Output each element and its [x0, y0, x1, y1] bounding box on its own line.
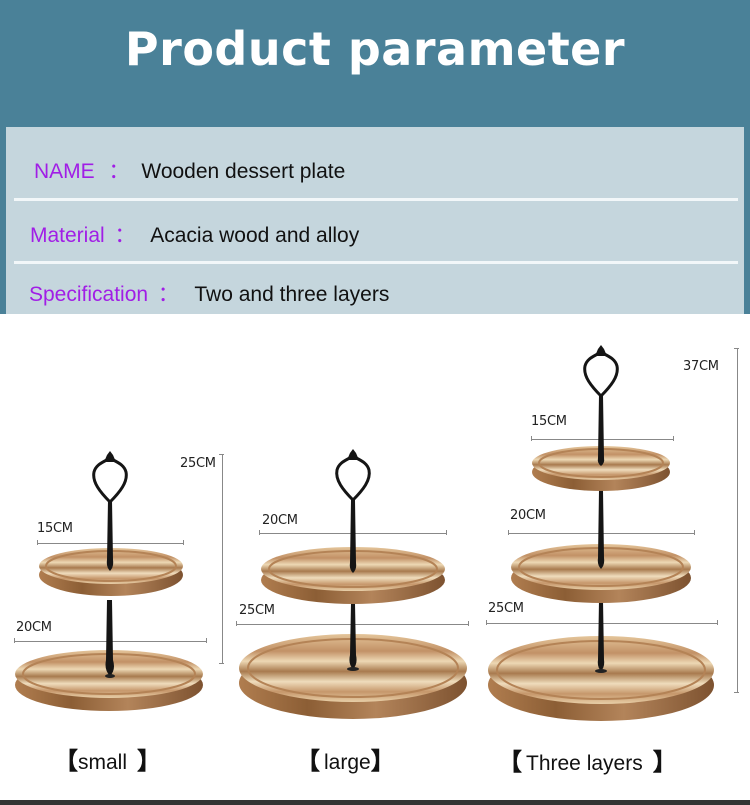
bracket-close: 】 — [137, 748, 162, 775]
bracket-open: 【 — [54, 748, 78, 775]
bracket-open: 【 — [498, 749, 522, 776]
bracket-close: 】 — [652, 749, 677, 776]
param-row-specification: Specification ： Two and three layers — [29, 278, 750, 308]
parameter-panel: NAME ： Wooden dessert plate Material ： A… — [6, 127, 744, 314]
caption-text: large — [324, 751, 371, 774]
param-separator: ： — [108, 160, 130, 183]
divider — [14, 198, 738, 201]
tier-diameter-label: 25CM — [488, 601, 524, 616]
bracket-open: 【 — [296, 748, 320, 775]
param-label: Material — [30, 224, 105, 247]
caption-text: Three layers — [526, 752, 643, 775]
tier-diameter-label: 15CM — [531, 414, 567, 429]
tier-diameter-label: 20CM — [16, 620, 52, 635]
param-separator: ： — [114, 224, 136, 247]
tier-diameter-label: 20CM — [262, 513, 298, 528]
param-row-name: NAME ： Wooden dessert plate — [34, 155, 750, 185]
param-label: NAME — [34, 160, 95, 183]
caption-small: 【small 】 — [54, 741, 161, 776]
caption-text: small — [78, 751, 128, 774]
tier-diameter-label: 25CM — [239, 603, 275, 618]
caption-large: 【large】 — [296, 741, 395, 776]
bracket-close: 】 — [370, 748, 395, 775]
param-separator: ： — [157, 283, 179, 306]
divider — [14, 261, 738, 264]
header-banner: Product parameter NAME ： Wooden dessert … — [0, 0, 750, 318]
page-title: Product parameter — [124, 22, 626, 76]
height-dimension-line — [219, 454, 224, 664]
height-dimension-label: 37CM — [683, 359, 719, 374]
tier-diameter-label: 20CM — [510, 508, 546, 523]
height-dimension-line — [734, 348, 739, 693]
caption-three-layers: 【Three layers 】 — [498, 742, 677, 777]
param-value: Wooden dessert plate — [141, 160, 346, 183]
tier-diameter-label: 15CM — [37, 521, 73, 536]
param-value: Acacia wood and alloy — [150, 224, 360, 247]
height-dimension-label: 25CM — [180, 456, 216, 471]
bottom-border — [0, 800, 750, 805]
param-label: Specification — [29, 283, 149, 306]
param-row-material: Material ： Acacia wood and alloy — [30, 219, 750, 249]
param-value: Two and three layers — [194, 283, 390, 306]
